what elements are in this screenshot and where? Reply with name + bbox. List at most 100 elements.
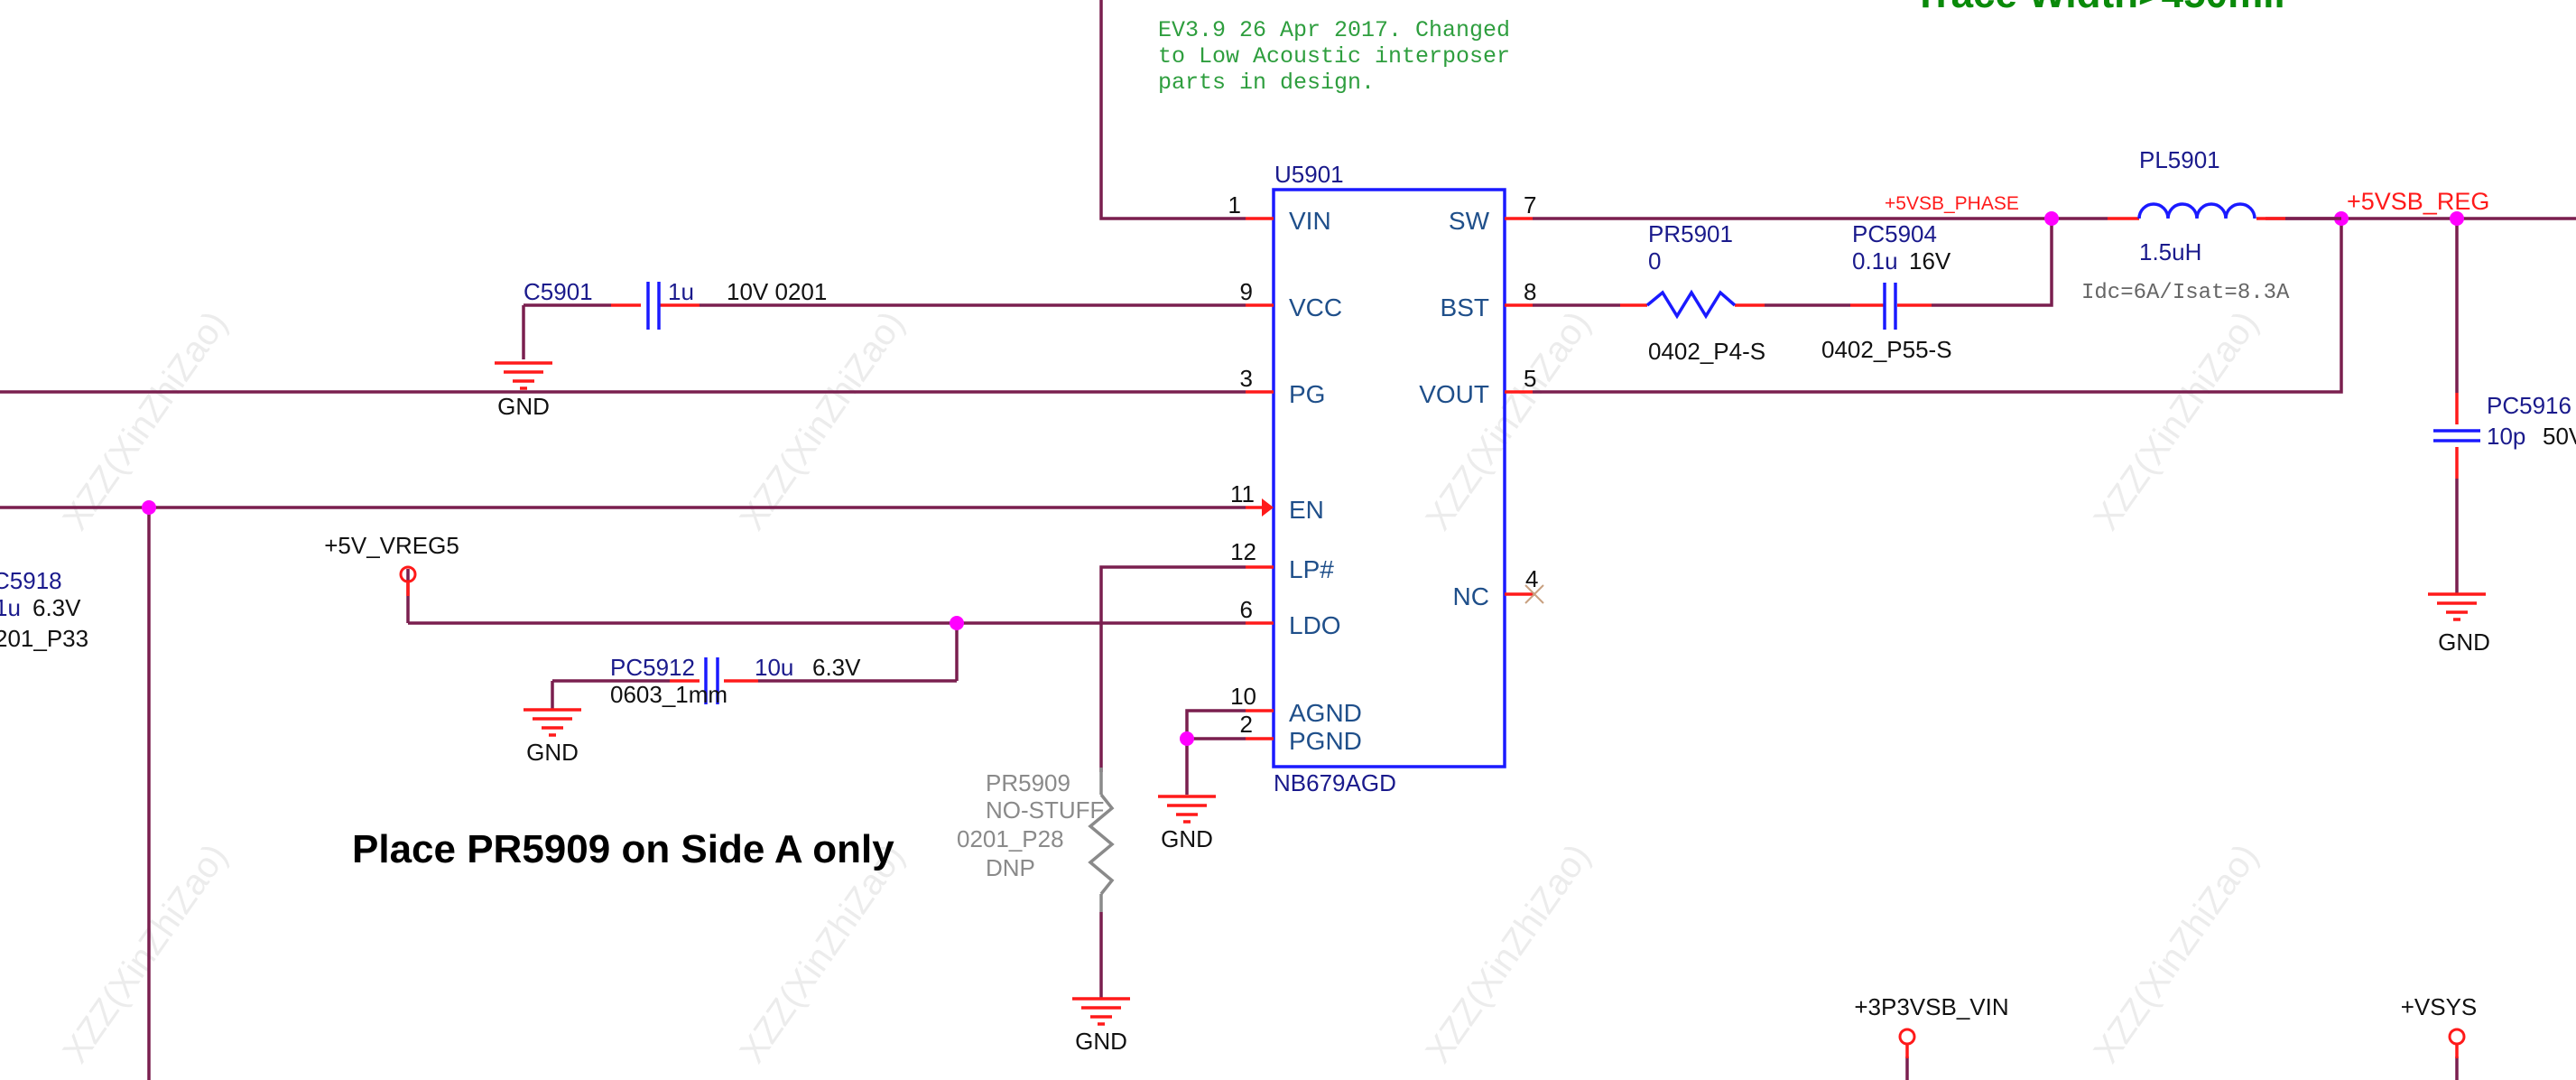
pin-number: 8: [1524, 278, 1536, 305]
rating: 6.3V: [32, 594, 81, 621]
watermark: XZZ(XinZhiZao): [1418, 837, 1598, 1070]
pin-number: 1: [1228, 191, 1241, 219]
rating: 16V: [1909, 247, 1951, 275]
value: 10p: [2487, 423, 2525, 450]
refdes: C5918: [0, 567, 62, 594]
watermark-layer: XZZ(XinZhiZao) XZZ(XinZhiZao) XZZ(XinZhi…: [55, 304, 2266, 1070]
pin-number: 6: [1240, 596, 1253, 623]
rating: 6.3V: [812, 654, 861, 681]
pin-number: 2: [1240, 711, 1253, 738]
pin-lp[interactable]: 12 LP#: [1230, 538, 1334, 583]
resistor-pr5909[interactable]: PR5909 NO-STUFF 0201_P28 DNP: [957, 768, 1115, 912]
pin-name: LP#: [1289, 555, 1334, 583]
ic-u5901[interactable]: U5901 NB679AGD 1 VIN 9 VCC 3 PG 11 EN 12…: [1228, 161, 1544, 796]
pin-en[interactable]: 11 EN: [1230, 480, 1324, 524]
pin-name: PGND: [1289, 727, 1362, 755]
ground-icon: [1158, 795, 1216, 824]
watermark: XZZ(XinZhiZao): [732, 304, 912, 537]
pin-name: BST: [1441, 293, 1489, 321]
junction-dot: [1180, 731, 1194, 746]
revision-note-line1: EV3.9 26 Apr 2017. Changed: [1158, 17, 1510, 43]
pin-number: 4: [1525, 565, 1538, 592]
gnd-pc5912: GND: [524, 708, 581, 766]
capacitor-pc5912[interactable]: PC5912 10u 6.3V 0603_1mm: [552, 654, 861, 708]
pin-name: PG: [1289, 380, 1325, 408]
pin-vout[interactable]: 5 VOUT: [1419, 365, 1536, 408]
gnd-label: GND: [2438, 628, 2490, 656]
pin-ldo[interactable]: 6 LDO: [1240, 596, 1341, 639]
rating: 50V: [2543, 423, 2576, 450]
refdes: C5901: [524, 278, 593, 305]
junctions: [142, 211, 2464, 746]
junction-dot: [2450, 211, 2464, 226]
ic-body[interactable]: [1272, 188, 1506, 768]
watermark: XZZ(XinZhiZao): [2086, 837, 2266, 1070]
pin-vin[interactable]: 1 VIN: [1228, 191, 1331, 235]
net-vreg5[interactable]: +5V_VREG5: [324, 532, 459, 596]
capacitor-pc5916[interactable]: PC5916 10p 50V: [2433, 392, 2576, 479]
pin-number: 12: [1230, 538, 1256, 565]
gnd-c5901: GND: [495, 361, 552, 420]
gnd-pc5916: GND: [2428, 592, 2490, 656]
pin-name: LDO: [1289, 611, 1341, 639]
junction-dot: [142, 500, 156, 515]
watermark: XZZ(XinZhiZao): [732, 837, 912, 1070]
ground-icon: [1072, 997, 1130, 1026]
power-port-icon: [2448, 1028, 2466, 1046]
value: 0.1u: [1852, 247, 1898, 275]
pin-vcc[interactable]: 9 VCC: [1240, 278, 1343, 321]
watermark: XZZ(XinZhiZao): [55, 837, 235, 1070]
resistor-pr5901[interactable]: PR5901 0 0402_P4-S: [1620, 220, 1765, 365]
pin-pgnd[interactable]: 2 PGND: [1240, 711, 1362, 755]
revision-note-line3: parts in design.: [1158, 70, 1375, 96]
refdes: PL5901: [2139, 146, 2220, 173]
watermark: XZZ(XinZhiZao): [1418, 304, 1598, 537]
inductor-icon: [2137, 202, 2256, 219]
pin-name: VCC: [1289, 293, 1342, 321]
value: 1u: [0, 594, 21, 621]
package: 0402_P55-S: [1821, 336, 1952, 363]
inductor-pl5901[interactable]: PL5901 1.5uH Idc=6A/Isat=8.3A: [2081, 146, 2341, 305]
dnp-status: NO-STUFF: [986, 796, 1104, 824]
net-label: +VSYS: [2401, 993, 2478, 1020]
ic-refdes: U5901: [1274, 161, 1344, 188]
watermark: XZZ(XinZhiZao): [2086, 304, 2266, 537]
net-label: +3P3VSB_VIN: [1854, 993, 2008, 1020]
capacitor-c5918[interactable]: C5918 1u 6.3V 201_P33: [0, 567, 88, 652]
value: 1u: [668, 278, 694, 305]
pin-number: 5: [1524, 365, 1536, 392]
refdes: PC5912: [610, 654, 695, 681]
net-label-phase: +5VSB_PHASE: [1885, 193, 2019, 214]
pin-number: 3: [1240, 365, 1253, 392]
gnd-label: GND: [1075, 1028, 1127, 1055]
ground-icon: [524, 708, 581, 737]
gnd-label: GND: [497, 393, 550, 420]
value: 10u: [755, 654, 793, 681]
gnd-label: GND: [1161, 825, 1213, 852]
refdes: PC5916: [2487, 392, 2571, 419]
pin-nc[interactable]: 4 NC: [1453, 565, 1544, 610]
net-vsys[interactable]: +VSYS: [2401, 993, 2478, 1058]
junction-dot: [950, 616, 964, 630]
pin-name: NC: [1453, 582, 1489, 610]
capacitor-pc5904[interactable]: PC5904 0.1u 16V 0402_P55-S: [1821, 220, 1952, 363]
value: 1.5uH: [2139, 238, 2201, 265]
pin-name: SW: [1449, 207, 1490, 235]
gnd-ic: GND: [1158, 795, 1216, 852]
net-3p3vsb-vin[interactable]: +3P3VSB_VIN: [1854, 993, 2009, 1058]
pin-number: 10: [1230, 683, 1256, 710]
placement-note: Place PR5909 on Side A only: [352, 827, 894, 871]
refdes: PR5901: [1648, 220, 1733, 247]
pin-pg[interactable]: 3 PG: [1240, 365, 1326, 408]
pin-sw[interactable]: 7 SW: [1449, 191, 1537, 235]
pin-number: 7: [1524, 191, 1536, 219]
capacitor-c5901[interactable]: C5901 1u 10V 0201: [524, 278, 827, 330]
resistor-icon: [1088, 793, 1115, 896]
pin-agnd[interactable]: 10 AGND: [1230, 683, 1362, 727]
pin-bst[interactable]: 8 BST: [1441, 278, 1537, 321]
package: 0402_P4-S: [1648, 338, 1765, 365]
ic-part-number: NB679AGD: [1274, 769, 1396, 796]
net-label: +5V_VREG5: [324, 532, 459, 559]
